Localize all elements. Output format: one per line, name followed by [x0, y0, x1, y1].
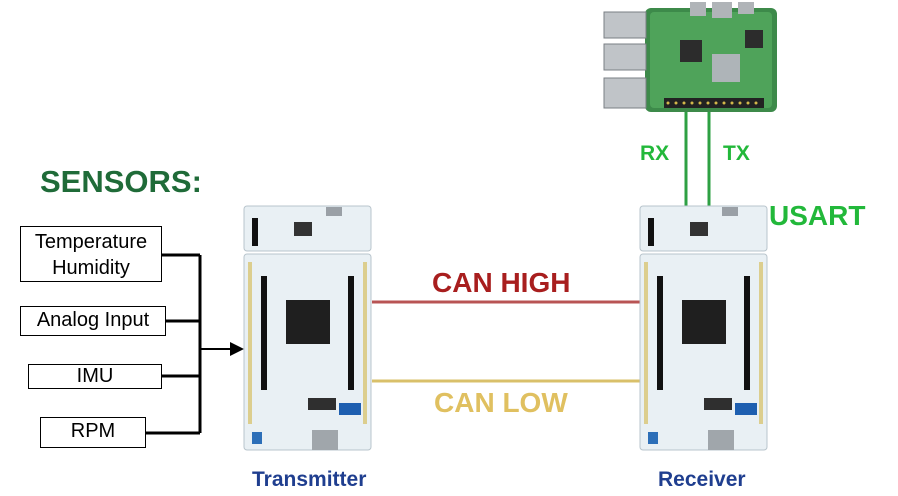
sensor-label: IMU — [76, 365, 114, 387]
sensors-heading: SENSORS: — [40, 164, 202, 199]
sensor-rpm: RPM — [40, 417, 146, 448]
sensor-label: Temperature — [34, 231, 148, 253]
raspberry-pi-board — [603, 2, 777, 112]
sensor-imu: IMU — [28, 364, 162, 389]
can-low-label: CAN LOW — [434, 387, 568, 418]
receiver-board — [639, 205, 768, 451]
tx-label: TX — [723, 142, 750, 165]
usart-label: USART — [769, 200, 866, 231]
sensor-analog-input: Analog Input — [20, 306, 166, 336]
sensor-label: RPM — [70, 420, 116, 442]
can-high-label: CAN HIGH — [432, 267, 571, 298]
sensor-label: Humidity — [52, 257, 130, 279]
rx-label: RX — [640, 142, 670, 165]
transmitter-label: Transmitter — [252, 468, 367, 491]
arrow-head — [230, 342, 244, 356]
sensor-temperature-humidity: Temperature Humidity — [20, 226, 162, 282]
transmitter-board — [243, 205, 372, 451]
sensor-label: Analog Input — [36, 309, 150, 331]
receiver-label: Receiver — [658, 468, 746, 491]
